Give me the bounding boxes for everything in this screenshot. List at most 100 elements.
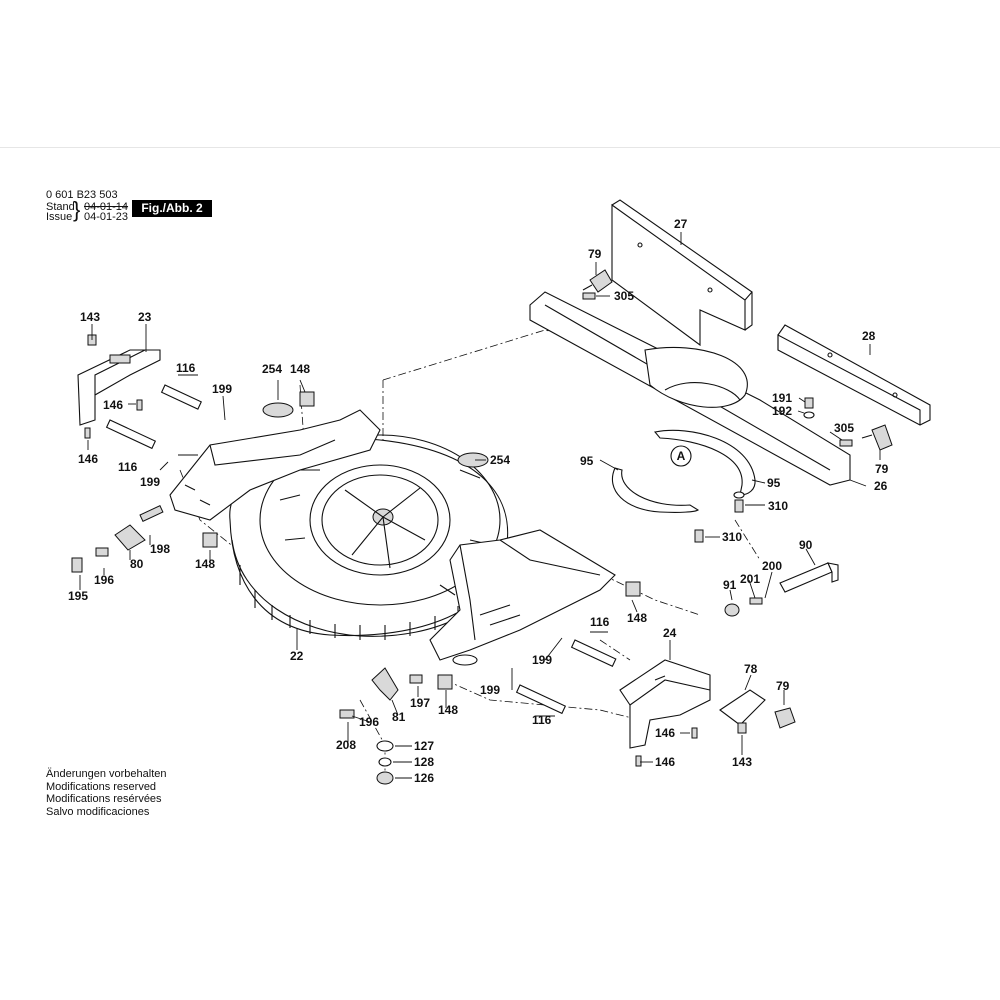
label-28: 28: [862, 329, 876, 343]
issue-label: Issue: [46, 211, 73, 223]
foot-148-d: [437, 674, 453, 690]
screw-305-a: [582, 292, 596, 300]
label-27: 27: [674, 217, 688, 231]
label-22: 22: [290, 649, 304, 663]
label-310: 310: [722, 530, 742, 544]
label-201: 201: [740, 572, 760, 586]
pad-254-b: [457, 452, 489, 468]
screw-198: [139, 505, 164, 523]
label-91: 91: [723, 578, 737, 592]
foot-148-c: [625, 581, 641, 597]
figure-label: Fig./Abb. 2: [132, 200, 212, 217]
bracket-23: [77, 349, 161, 426]
plate-78: [719, 689, 766, 726]
note-fr: Modifications resérvées: [46, 793, 162, 805]
label-305: 305: [614, 289, 634, 303]
label-116: 116: [118, 460, 138, 474]
label-199: 199: [212, 382, 232, 396]
label-198: 198: [150, 542, 170, 556]
label-24: 24: [663, 626, 677, 640]
label-126: 126: [414, 771, 434, 785]
label-79: 79: [875, 462, 889, 476]
pin-146-d: [635, 755, 642, 767]
pins-116: [105, 384, 617, 715]
screw-305-b: [839, 439, 853, 447]
pin-146-c: [691, 727, 698, 739]
screw-195: [71, 557, 83, 573]
washer-192: [803, 411, 815, 419]
label-26: 26: [874, 479, 888, 493]
label-79: 79: [588, 247, 602, 261]
washer-95-b: [733, 491, 745, 499]
lever-80: [114, 524, 146, 551]
label-305: 305: [834, 421, 854, 435]
label-196: 196: [94, 573, 114, 587]
notes-block: Änderungen vorbehalten Modifications res…: [46, 768, 166, 818]
screw-191: [804, 397, 814, 409]
label-254: 254: [262, 362, 282, 376]
label-116: 116: [590, 615, 610, 629]
pad-254-a: [262, 402, 294, 418]
spring-128: [378, 757, 392, 767]
screw-196-b: [339, 709, 355, 719]
part-number: 0 601 B23 503: [46, 189, 118, 201]
fence-right-28: [777, 324, 931, 426]
knob-79-c: [774, 707, 796, 729]
turntable-base: [169, 409, 616, 666]
brace: }: [73, 197, 81, 222]
label-199: 199: [480, 683, 500, 697]
label-127: 127: [414, 739, 434, 753]
note-de: Änderungen vorbehalten: [46, 768, 167, 780]
knob-79-a: [582, 269, 613, 293]
foot-148-a: [299, 391, 315, 407]
pin-201: [749, 597, 763, 605]
label-81: 81: [392, 710, 406, 724]
label-148: 148: [438, 703, 458, 717]
pin-146-b: [84, 427, 91, 439]
fence-base-26: [529, 291, 851, 486]
spring-196-a: [95, 547, 109, 557]
top-divider: [0, 147, 1000, 148]
label-116: 116: [532, 713, 552, 727]
screw-310-a: [734, 499, 744, 513]
lock-handle-90: [779, 562, 839, 593]
label-128: 128: [414, 755, 434, 769]
fence-left-27: [611, 199, 753, 347]
screw-197: [409, 674, 423, 684]
note-es: Salvo modificaciones: [46, 805, 150, 818]
pin-146-a: [136, 399, 143, 411]
label-95: 95: [767, 476, 781, 490]
label-254: 254: [490, 453, 510, 467]
label-195: 195: [68, 589, 88, 603]
stand-label: Stand: [46, 201, 75, 213]
stand-date: 04-01-14: [84, 201, 129, 213]
label-146: 146: [103, 398, 123, 412]
label-79: 79: [776, 679, 790, 693]
leader-lines: [79, 232, 881, 779]
callout-A-label: A: [677, 449, 686, 463]
screw-143-b: [737, 722, 747, 734]
part-labels: 143 23 116 199 146 146 116 199 198 80 19…: [68, 217, 889, 785]
label-116: 116: [176, 361, 196, 375]
label-23: 23: [138, 310, 152, 324]
nut-91: [724, 603, 740, 617]
label-208: 208: [336, 738, 356, 752]
label-90: 90: [799, 538, 813, 552]
label-199: 199: [140, 475, 160, 489]
label-192: 192: [772, 404, 792, 418]
label-148: 148: [195, 557, 215, 571]
label-146: 146: [655, 726, 675, 740]
issue-date: 04-01-23: [84, 211, 129, 223]
note-en: Modifications reserved: [46, 780, 157, 793]
lever-81: [371, 667, 399, 701]
label-146: 146: [655, 755, 675, 769]
label-148: 148: [290, 362, 310, 376]
label-143: 143: [732, 755, 752, 769]
label-197: 197: [410, 696, 430, 710]
nut-126: [376, 771, 394, 785]
table-insert-95: [611, 429, 756, 513]
label-146: 146: [78, 452, 98, 466]
label-95: 95: [580, 454, 594, 468]
label-78: 78: [744, 662, 758, 676]
